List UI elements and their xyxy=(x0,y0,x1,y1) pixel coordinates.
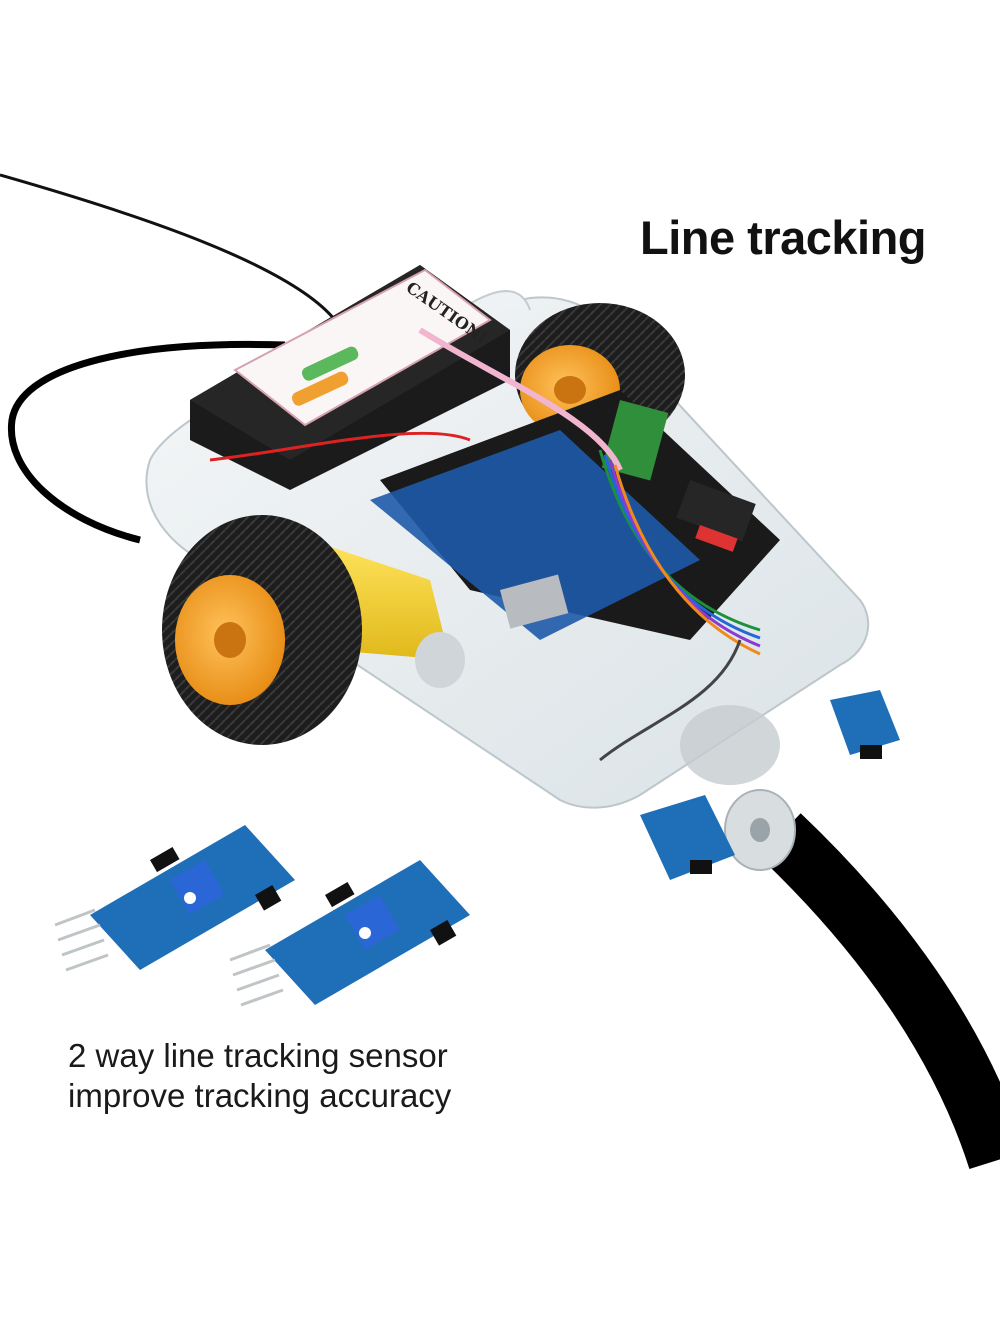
controller-board xyxy=(370,390,780,640)
mounted-line-sensor-right xyxy=(830,690,900,759)
caution-sticker xyxy=(233,268,492,427)
robot-car-photo: CAUTION! xyxy=(145,265,900,880)
front-wheel-left-icon xyxy=(162,515,465,745)
caption-line-2: improve tracking accuracy xyxy=(68,1077,452,1114)
line-tracking-sensor-module xyxy=(54,825,295,972)
caption: 2 way line tracking sensor improve track… xyxy=(68,1036,451,1116)
caster-wheel-icon xyxy=(680,705,796,871)
black-track-line xyxy=(0,173,1000,1170)
line-tracking-sensor-module-2 xyxy=(229,860,470,1007)
caption-line-1: 2 way line tracking sensor xyxy=(68,1037,448,1074)
wiring xyxy=(209,327,761,762)
battery-box: CAUTION! xyxy=(190,265,510,490)
headline: Line tracking xyxy=(640,211,927,264)
mounted-line-sensor-left xyxy=(640,795,735,880)
